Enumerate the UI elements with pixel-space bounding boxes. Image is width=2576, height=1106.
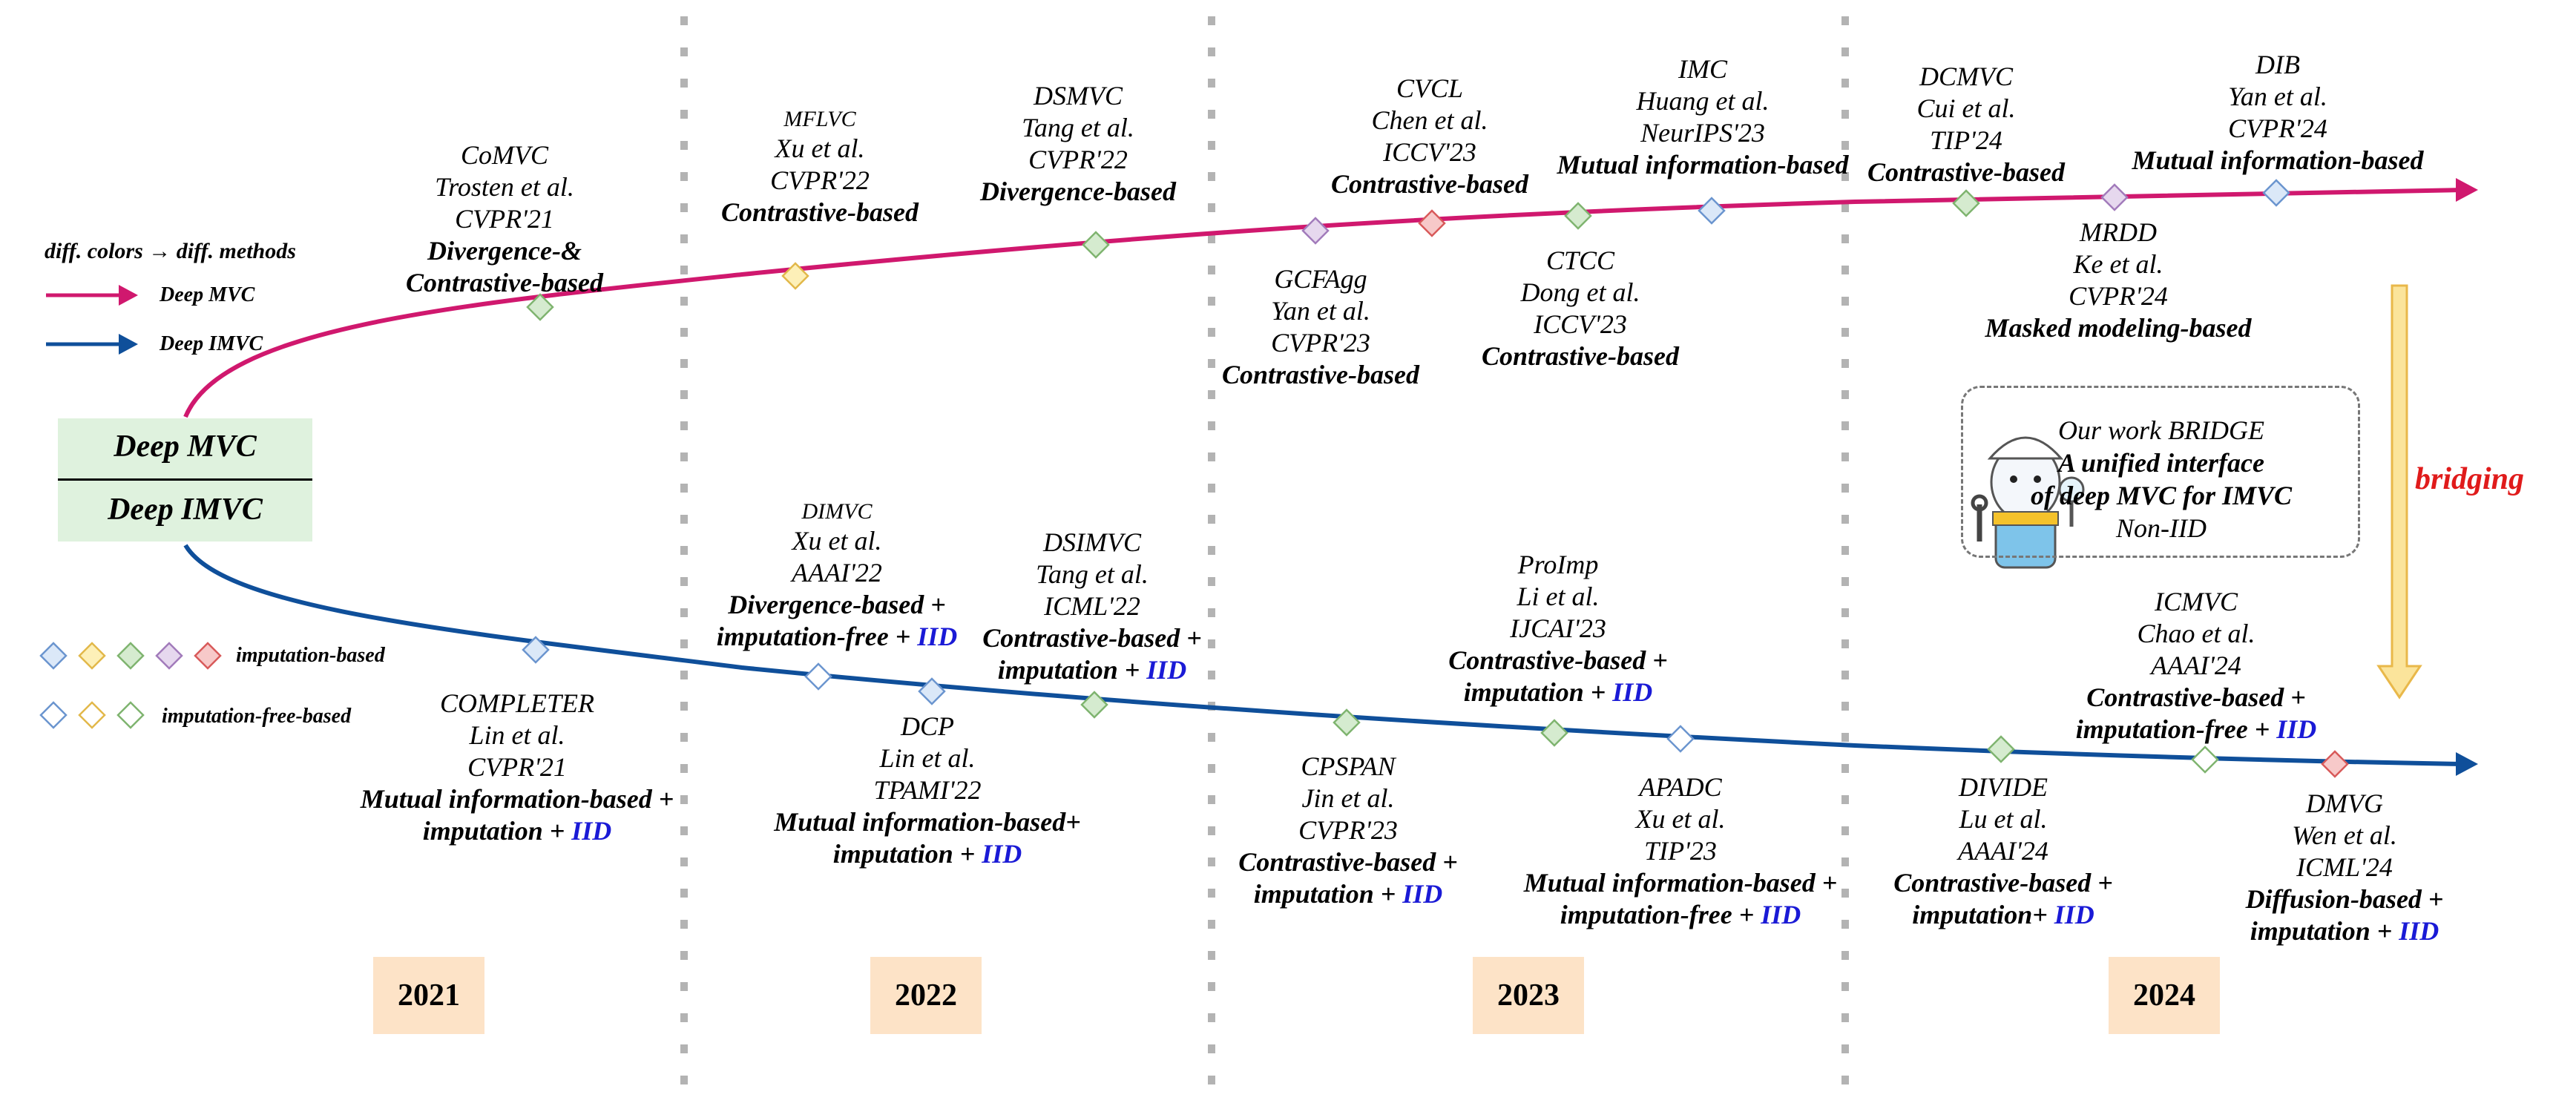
mvc-marker <box>781 262 809 290</box>
imvc-marker <box>1540 719 1568 747</box>
imvc-marker <box>2321 750 2349 778</box>
imvc-marker <box>918 677 946 705</box>
legend-imputation-free: imputation-free-based <box>162 705 352 728</box>
mvc-marker <box>526 293 554 321</box>
mvc-marker <box>1698 197 1726 225</box>
root-separator <box>58 478 312 481</box>
mvc-arrowhead <box>2456 178 2478 202</box>
year-2023: 2023 <box>1473 957 1584 1034</box>
imvc-marker <box>1987 735 2015 763</box>
imvc-marker <box>522 636 550 664</box>
bridging-arrow <box>2376 284 2422 700</box>
legend-diamond-filled <box>116 642 145 670</box>
legend-diamond-filled <box>155 642 183 670</box>
legend-imvc-arrowhead <box>119 334 138 355</box>
mvc-marker <box>2262 179 2290 207</box>
legend-mvc-arrowhead <box>119 285 138 306</box>
bridge-callout <box>1961 386 2360 558</box>
mascot-helmet <box>1987 436 2064 460</box>
wrench-head <box>1971 494 1988 512</box>
bridging-label: bridging <box>2415 462 2525 496</box>
mvc-marker <box>1082 231 1110 259</box>
year-2021: 2021 <box>373 957 484 1034</box>
imvc-marker <box>804 662 832 691</box>
legend-imputation-based: imputation-based <box>236 644 385 667</box>
year-2024: 2024 <box>2109 957 2220 1034</box>
mvc-marker <box>1418 209 1446 237</box>
mascot-eye <box>2034 475 2041 483</box>
legend-imvc-label: Deep IMVC <box>160 332 263 355</box>
legend-diamond-hollow <box>39 701 68 729</box>
legend-diamond-filled <box>39 642 68 670</box>
root-imvc-label: Deep IMVC <box>108 493 263 527</box>
imvc-marker <box>1080 691 1108 719</box>
root-mvc-label: Deep MVC <box>114 429 257 464</box>
imvc-marker <box>2191 745 2219 774</box>
mvc-marker <box>1301 217 1330 245</box>
root-box: Deep MVC Deep IMVC <box>58 418 312 542</box>
mvc-marker <box>2100 183 2129 211</box>
imvc-arrowhead <box>2456 752 2478 776</box>
legend-diamond-filled <box>194 642 222 670</box>
legend-color-note: diff. colors → diff. methods <box>45 239 296 263</box>
imvc-marker <box>1666 725 1695 753</box>
legend-mvc-label: Deep MVC <box>160 283 255 306</box>
legend-diamond-filled <box>78 642 106 670</box>
mvc-marker <box>1952 189 1980 217</box>
year-2022: 2022 <box>870 957 982 1034</box>
bridge-text: Our work BRIDGE A unified interface of d… <box>2030 415 2293 543</box>
mascot-eye <box>2010 475 2017 483</box>
legend-diamond-hollow <box>116 701 145 729</box>
legend-diamond-hollow <box>78 701 106 729</box>
mvc-timeline <box>183 188 2464 418</box>
mascot-vest <box>1992 511 2059 526</box>
mvc-marker <box>1564 202 1592 230</box>
imvc-marker <box>1333 708 1361 737</box>
